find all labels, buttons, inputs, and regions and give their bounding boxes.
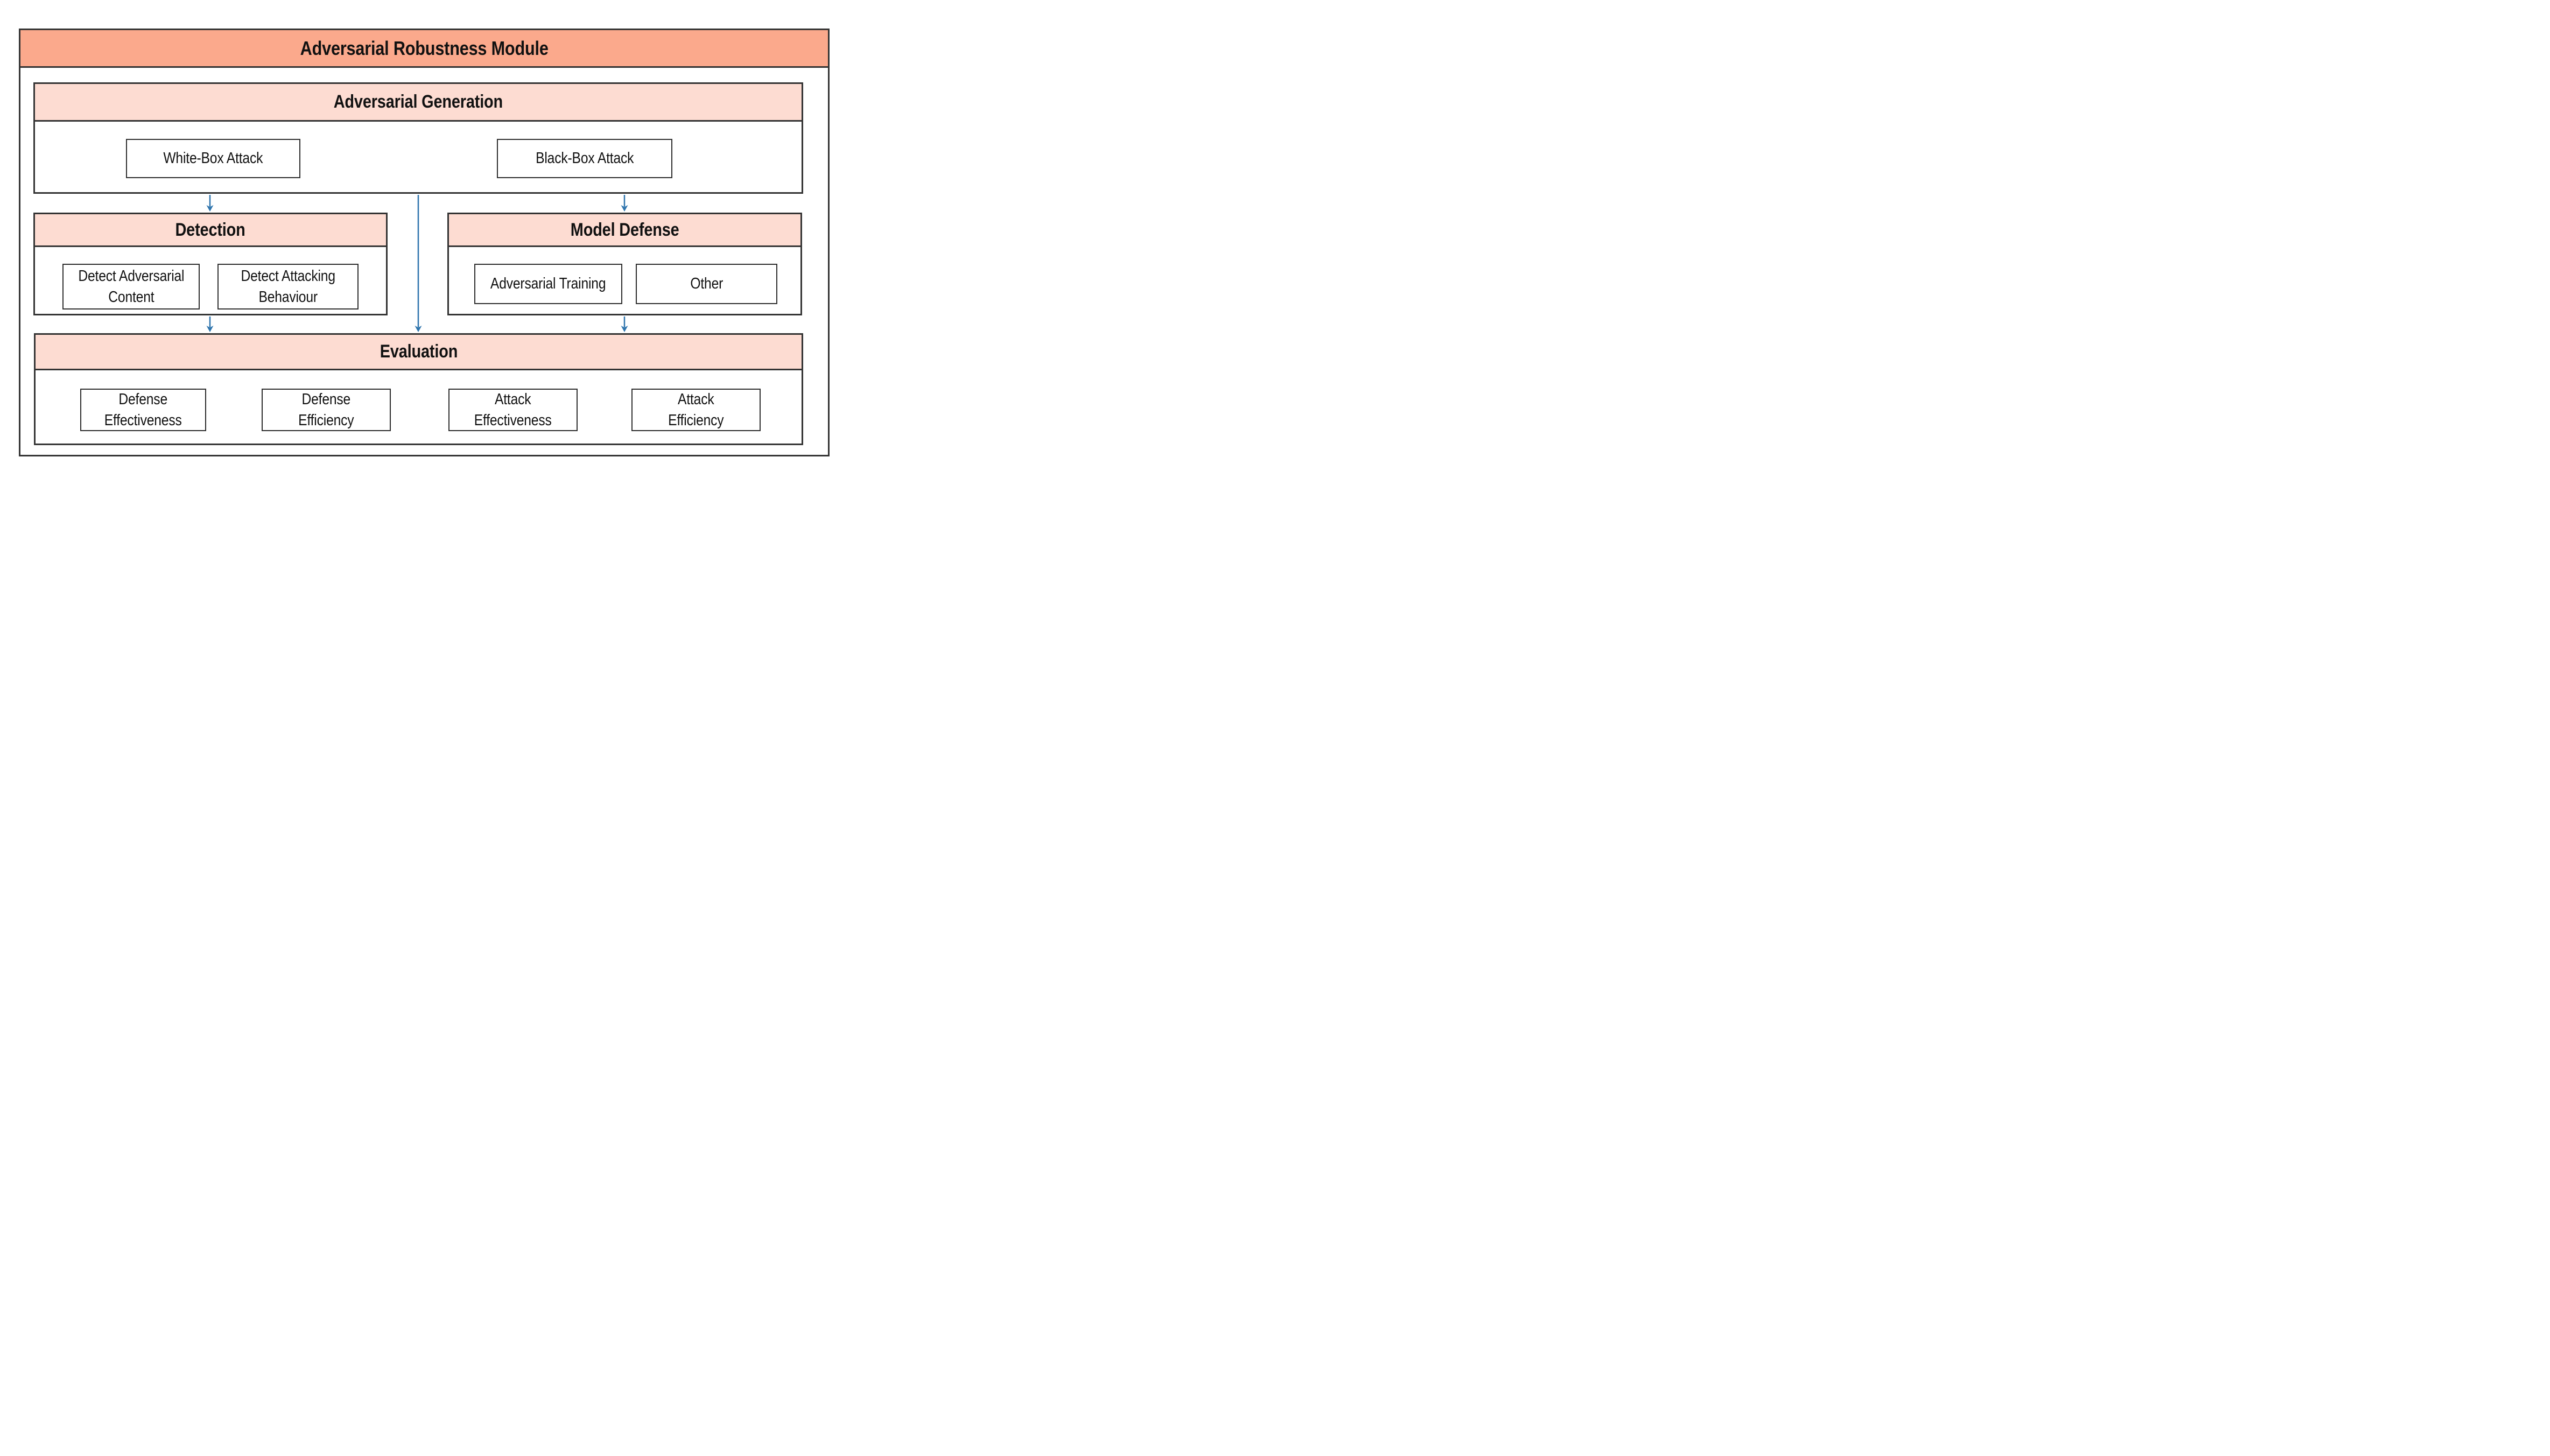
section-detection: Detection Detect Adversarial Content Det… xyxy=(33,213,388,315)
box-defense-efficiency: Defense Efficiency xyxy=(262,389,391,431)
adversarial-generation-header: Adversarial Generation xyxy=(35,84,802,122)
attack-efficiency-label: Attack Efficiency xyxy=(668,391,724,429)
box-other: Other xyxy=(636,264,777,304)
adversarial-training-label: Adversarial Training xyxy=(490,275,606,293)
detect-attacking-behaviour-label: Detect Attacking Behaviour xyxy=(241,268,335,306)
detection-header: Detection xyxy=(35,214,386,247)
box-detect-adversarial-content: Detect Adversarial Content xyxy=(62,264,200,310)
module-title-bar: Adversarial Robustness Module xyxy=(19,29,830,68)
box-defense-effectiveness: Defense Effectiveness xyxy=(80,389,206,431)
evaluation-header: Evaluation xyxy=(36,335,802,370)
box-detect-attacking-behaviour: Detect Attacking Behaviour xyxy=(217,264,359,310)
other-label: Other xyxy=(690,275,723,293)
module-title: Adversarial Robustness Module xyxy=(300,37,549,59)
box-attack-efficiency: Attack Efficiency xyxy=(631,389,761,431)
black-box-attack-label: Black-Box Attack xyxy=(535,150,634,167)
section-model-defense: Model Defense Adversarial Training Other xyxy=(447,213,802,315)
model-defense-header: Model Defense xyxy=(449,214,800,247)
adversarial-generation-title: Adversarial Generation xyxy=(333,92,503,112)
attack-effectiveness-label: Attack Effectiveness xyxy=(474,391,552,429)
evaluation-title: Evaluation xyxy=(380,341,458,362)
section-evaluation: Evaluation Defense Effectiveness Defense… xyxy=(34,333,803,445)
box-white-box-attack: White-Box Attack xyxy=(126,139,300,178)
detect-adversarial-content-label: Detect Adversarial Content xyxy=(78,268,184,306)
section-adversarial-generation: Adversarial Generation White-Box Attack … xyxy=(33,82,803,194)
box-attack-effectiveness: Attack Effectiveness xyxy=(448,389,578,431)
defense-efficiency-label: Defense Efficiency xyxy=(298,391,354,429)
box-adversarial-training: Adversarial Training xyxy=(474,264,622,304)
box-black-box-attack: Black-Box Attack xyxy=(497,139,672,178)
white-box-attack-label: White-Box Attack xyxy=(163,150,263,167)
defense-effectiveness-label: Defense Effectiveness xyxy=(104,391,182,429)
diagram-canvas: Adversarial Robustness Module Adversaria… xyxy=(0,0,850,486)
model-defense-title: Model Defense xyxy=(570,219,679,240)
detection-title: Detection xyxy=(175,219,246,240)
